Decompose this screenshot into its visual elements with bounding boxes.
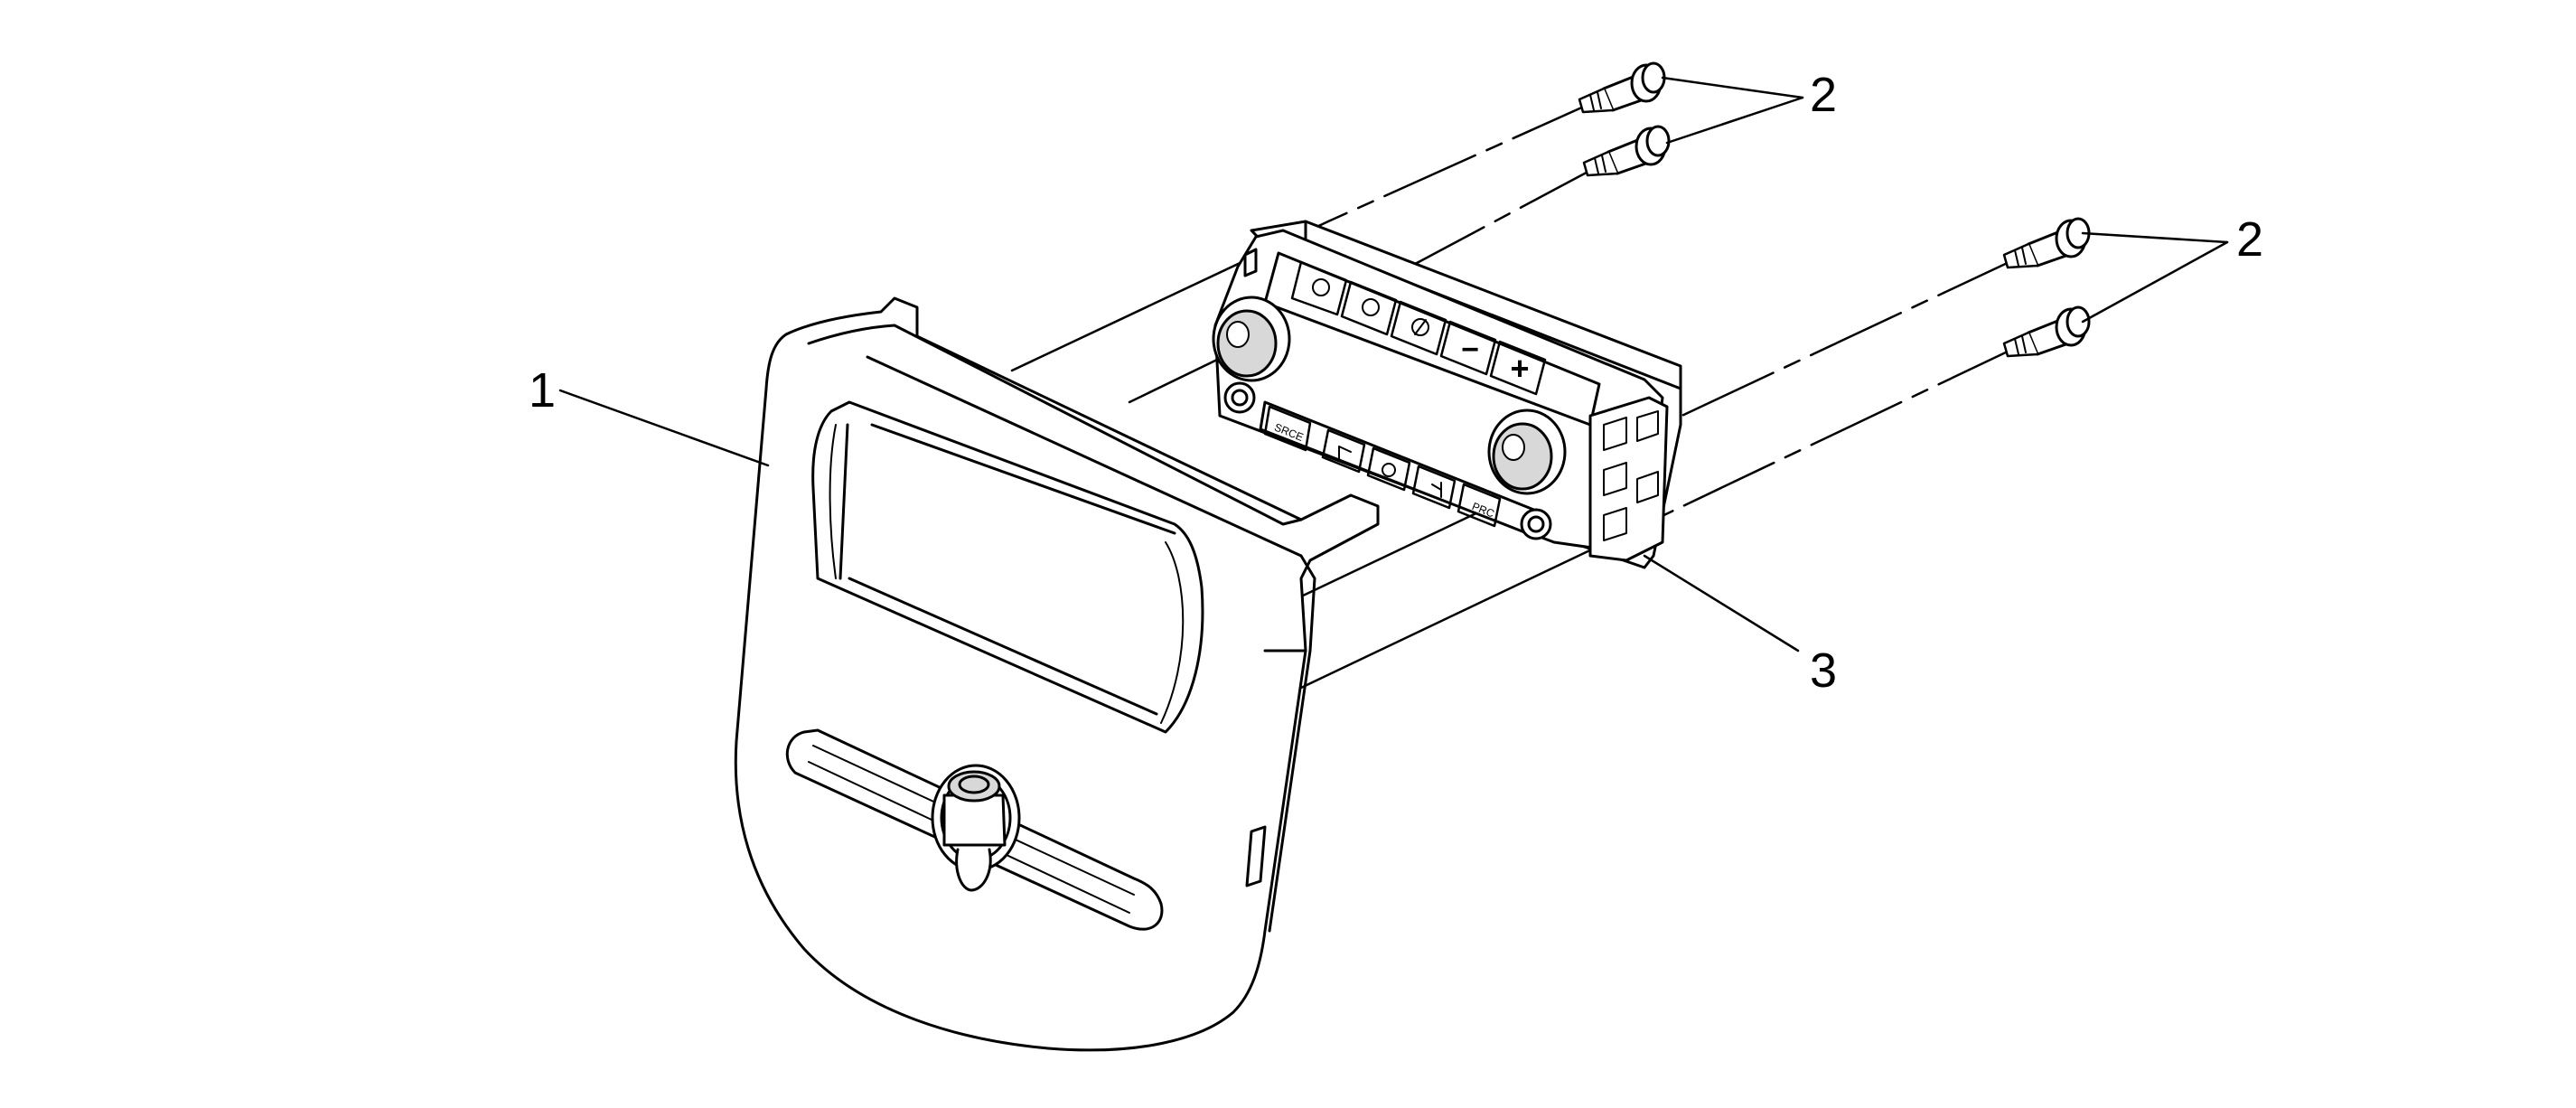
bolts — [1578, 61, 2091, 358]
bolt-icon — [2002, 305, 2091, 358]
callout-1: 1 — [529, 363, 557, 418]
callout-2-right: 2 — [2236, 212, 2264, 267]
bolt-icon — [1582, 125, 1671, 177]
leader-lines — [558, 76, 2229, 653]
trim-bezel — [734, 296, 1380, 1052]
left-knob-icon — [1212, 296, 1291, 382]
hvac-control-module: − + SRCE PRC — [1212, 220, 1682, 569]
bolt-icon — [1578, 61, 1666, 114]
minus-label: − — [1461, 333, 1479, 367]
callout-2-upper: 2 — [1810, 68, 1838, 122]
plus-label: + — [1510, 350, 1529, 387]
bolt-icon — [2002, 217, 2091, 269]
right-knob-icon — [1487, 408, 1567, 495]
callout-3: 3 — [1810, 643, 1838, 698]
power-outlet-icon — [931, 764, 1021, 892]
